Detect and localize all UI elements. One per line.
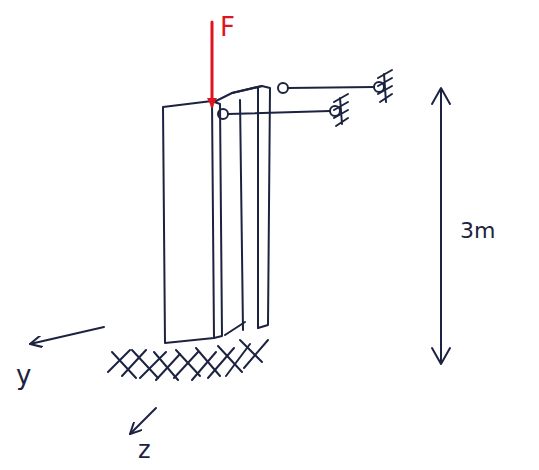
dimension-label: 3m (460, 220, 495, 242)
force-label: F (220, 14, 235, 40)
axis-label: y (16, 362, 31, 388)
axis-label: z (138, 438, 151, 462)
